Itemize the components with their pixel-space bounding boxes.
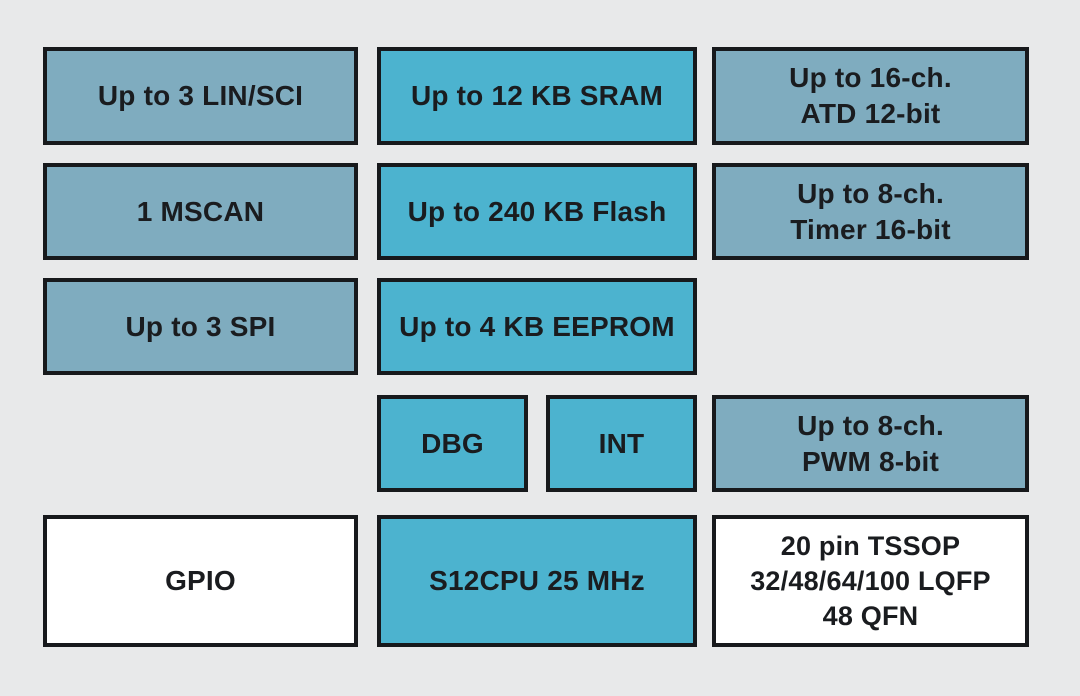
block-label: Up to 4 KB EEPROM xyxy=(399,310,675,342)
block-label: Up to 8-ch. xyxy=(797,409,944,441)
block-flash: Up to 240 KB Flash xyxy=(377,163,697,260)
block-label: 32/48/64/100 LQFP xyxy=(750,565,991,596)
block-pwm: Up to 8-ch. PWM 8-bit xyxy=(712,395,1029,492)
block-label: PWM 8-bit xyxy=(801,445,940,477)
block-timer: Up to 8-ch. Timer 16-bit xyxy=(712,163,1029,260)
block-label: GPIO xyxy=(165,565,236,596)
block-label: Up to 12 KB SRAM xyxy=(410,80,664,111)
block-cpu: S12CPU 25 MHz xyxy=(377,515,697,647)
block-dbg: DBG xyxy=(377,395,528,492)
block-spi: Up to 3 SPI xyxy=(43,278,358,375)
block-label: Up to 8-ch. xyxy=(797,177,944,209)
block-label: Up to 3 LIN/SCI xyxy=(97,80,304,111)
block-gpio: GPIO xyxy=(43,515,358,647)
block-label: 48 QFN xyxy=(822,600,919,631)
block-label: Up to 240 KB Flash xyxy=(407,195,667,227)
block-label: ATD 12-bit xyxy=(800,98,941,129)
block-package-options: 20 pin TSSOP 32/48/64/100 LQFP 48 QFN xyxy=(712,515,1029,647)
block-sram: Up to 12 KB SRAM xyxy=(377,47,697,145)
block-eeprom: Up to 4 KB EEPROM xyxy=(377,278,697,375)
block-mscan: 1 MSCAN xyxy=(43,163,358,260)
block-label: DBG xyxy=(421,427,484,459)
block-label: Up to 3 SPI xyxy=(125,310,276,342)
block-label: 20 pin TSSOP xyxy=(780,530,961,561)
block-label: Timer 16-bit xyxy=(790,213,951,245)
block-label: Up to 16-ch. xyxy=(789,62,952,93)
block-label: 1 MSCAN xyxy=(136,195,265,227)
block-lin-sci: Up to 3 LIN/SCI xyxy=(43,47,358,145)
block-atd: Up to 16-ch. ATD 12-bit xyxy=(712,47,1029,145)
block-label: INT xyxy=(598,427,645,459)
block-label: S12CPU 25 MHz xyxy=(429,565,645,596)
block-int: INT xyxy=(546,395,697,492)
